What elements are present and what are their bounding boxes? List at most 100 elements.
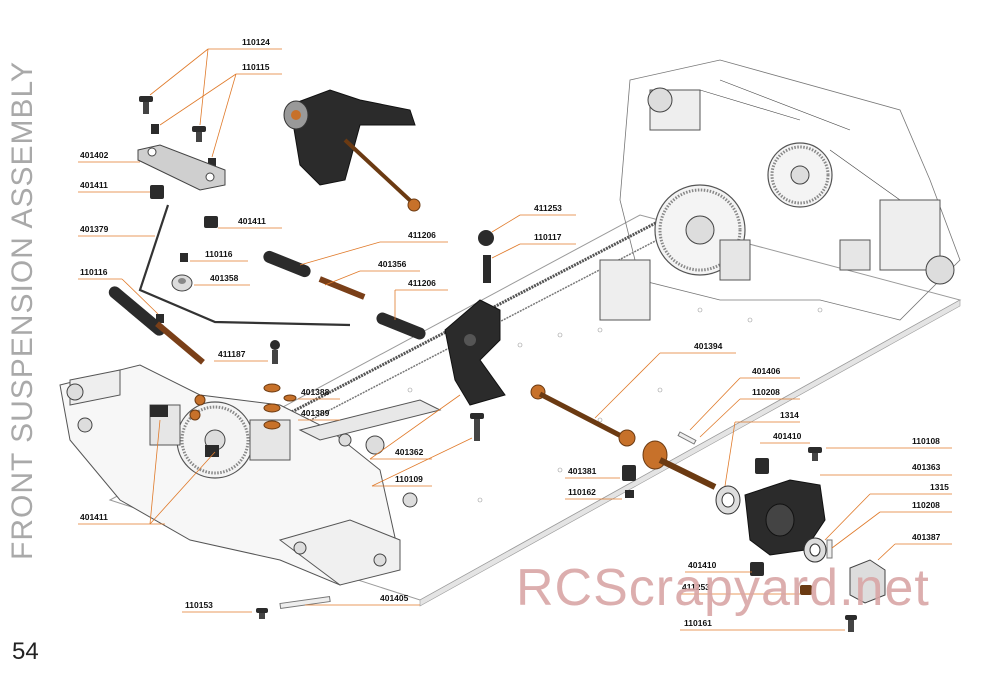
part-number-label: 110117 xyxy=(534,232,562,242)
leader-line xyxy=(371,437,473,487)
chassis-plate-edge xyxy=(419,299,961,607)
leader-line xyxy=(211,73,237,158)
leader-line xyxy=(824,493,871,541)
screw-110153 xyxy=(256,608,268,619)
part-number-label: 401381 xyxy=(568,466,597,476)
part-number-label: 401411 xyxy=(238,216,266,226)
pin-110208-a xyxy=(677,431,697,445)
plate-holes xyxy=(377,307,823,503)
part-number-label: 401362 xyxy=(395,447,424,457)
bearing-1314 xyxy=(715,485,741,515)
wheel-hex-401387 xyxy=(849,559,886,604)
part-number-label: 401410 xyxy=(688,560,717,570)
part-number-label: 110116 xyxy=(205,249,233,259)
part-number-label: 110162 xyxy=(568,487,596,497)
nut-411253 xyxy=(800,585,812,595)
pivot-ball-411253 xyxy=(478,230,494,246)
ball-link-411206-b xyxy=(376,312,426,340)
king-pin-110117 xyxy=(483,255,491,283)
screw-110161 xyxy=(845,615,857,632)
part-number-label: 110208 xyxy=(912,500,940,510)
turnbuckle-401356 xyxy=(318,276,366,300)
part-number-label: 1314 xyxy=(780,410,799,420)
set-screw-110116-a xyxy=(180,253,188,262)
part-number-label: 110115 xyxy=(242,62,270,72)
ball-link-411206-a xyxy=(263,250,311,278)
leader-line xyxy=(491,243,521,259)
suspension-mount-401402 xyxy=(137,144,226,191)
pin-401405 xyxy=(279,595,331,610)
leader-line xyxy=(877,543,896,561)
leader-line xyxy=(491,214,521,233)
part-number-label: 401363 xyxy=(912,462,941,472)
grub-screw-110115-b xyxy=(208,158,216,168)
leader-line xyxy=(159,73,237,126)
part-number-label: 401410 xyxy=(773,431,802,441)
part-number-label: 110124 xyxy=(242,37,270,47)
drive-shaft-401394 xyxy=(530,384,636,447)
part-number-label: 110208 xyxy=(752,387,780,397)
part-number-label: 411206 xyxy=(408,278,436,288)
set-screw-110116-b xyxy=(156,314,164,323)
shims-401388-401389 xyxy=(263,383,297,430)
leader-line xyxy=(149,451,216,525)
part-number-label: 411206 xyxy=(408,230,436,240)
part-number-label: 411187 xyxy=(218,349,246,359)
insert-401411-b xyxy=(204,216,218,228)
bearing-1315 xyxy=(803,537,827,563)
part-number-label: 1315 xyxy=(930,482,949,492)
side-title: FRONT SUSPENSION ASSEMBLY xyxy=(6,60,39,560)
leader-line xyxy=(699,398,741,438)
part-number-label: 110116 xyxy=(80,267,108,277)
insert-401410-b xyxy=(750,562,764,576)
leader-line xyxy=(299,241,381,266)
part-number-label: 401389 xyxy=(301,408,330,418)
leader-line xyxy=(199,48,209,126)
leader-line xyxy=(149,419,161,525)
axle-401406 xyxy=(642,440,717,490)
screw-110124-b xyxy=(192,126,206,142)
grub-screw-110115-a xyxy=(151,124,159,134)
leader-line xyxy=(724,421,736,487)
part-number-label: 401394 xyxy=(694,341,723,351)
part-number-label: 110108 xyxy=(912,436,940,446)
insert-401381 xyxy=(622,465,636,481)
chassis-drawing xyxy=(59,59,962,607)
screw-110108 xyxy=(808,447,822,461)
c-hub-401362 xyxy=(444,299,506,406)
part-number-label: 411253 xyxy=(534,203,562,213)
leader-line xyxy=(594,352,661,419)
exploded-parts xyxy=(108,89,886,632)
leader-line xyxy=(369,394,461,460)
part-number-label: 110153 xyxy=(185,600,213,610)
front-suspension-installed xyxy=(59,364,442,586)
insert-401410-a xyxy=(755,458,769,474)
part-number-label: 401388 xyxy=(301,387,330,397)
part-number-label: 401405 xyxy=(380,593,409,603)
anti-roll-bar-401379 xyxy=(138,204,351,327)
part-number-label: 401411 xyxy=(80,180,108,190)
rear-drivetrain xyxy=(599,59,961,321)
part-number-label: 110161 xyxy=(684,618,712,628)
screw-110162 xyxy=(625,490,634,498)
part-number-label: 401406 xyxy=(752,366,781,376)
leader-line xyxy=(324,270,361,286)
collar-401358 xyxy=(171,274,193,292)
pin-110208-b xyxy=(826,539,833,559)
leader-line xyxy=(149,48,209,96)
steering-knuckle-401363 xyxy=(744,479,826,556)
part-number-label: 401387 xyxy=(912,532,941,542)
screw-110124-a xyxy=(139,96,153,114)
ball-stud-411187 xyxy=(270,340,280,364)
insert-401411-a xyxy=(150,185,164,199)
leader-line xyxy=(121,278,159,315)
part-number-label: 401402 xyxy=(80,150,109,160)
steering-bellcrank xyxy=(283,89,421,212)
part-labels: 1101241101154014024014114013794014111101… xyxy=(78,37,952,631)
part-number-label: 411253 xyxy=(682,582,710,592)
part-number-label: 401358 xyxy=(210,273,239,283)
part-number-label: 401411 xyxy=(80,512,108,522)
leader-line xyxy=(831,511,881,549)
